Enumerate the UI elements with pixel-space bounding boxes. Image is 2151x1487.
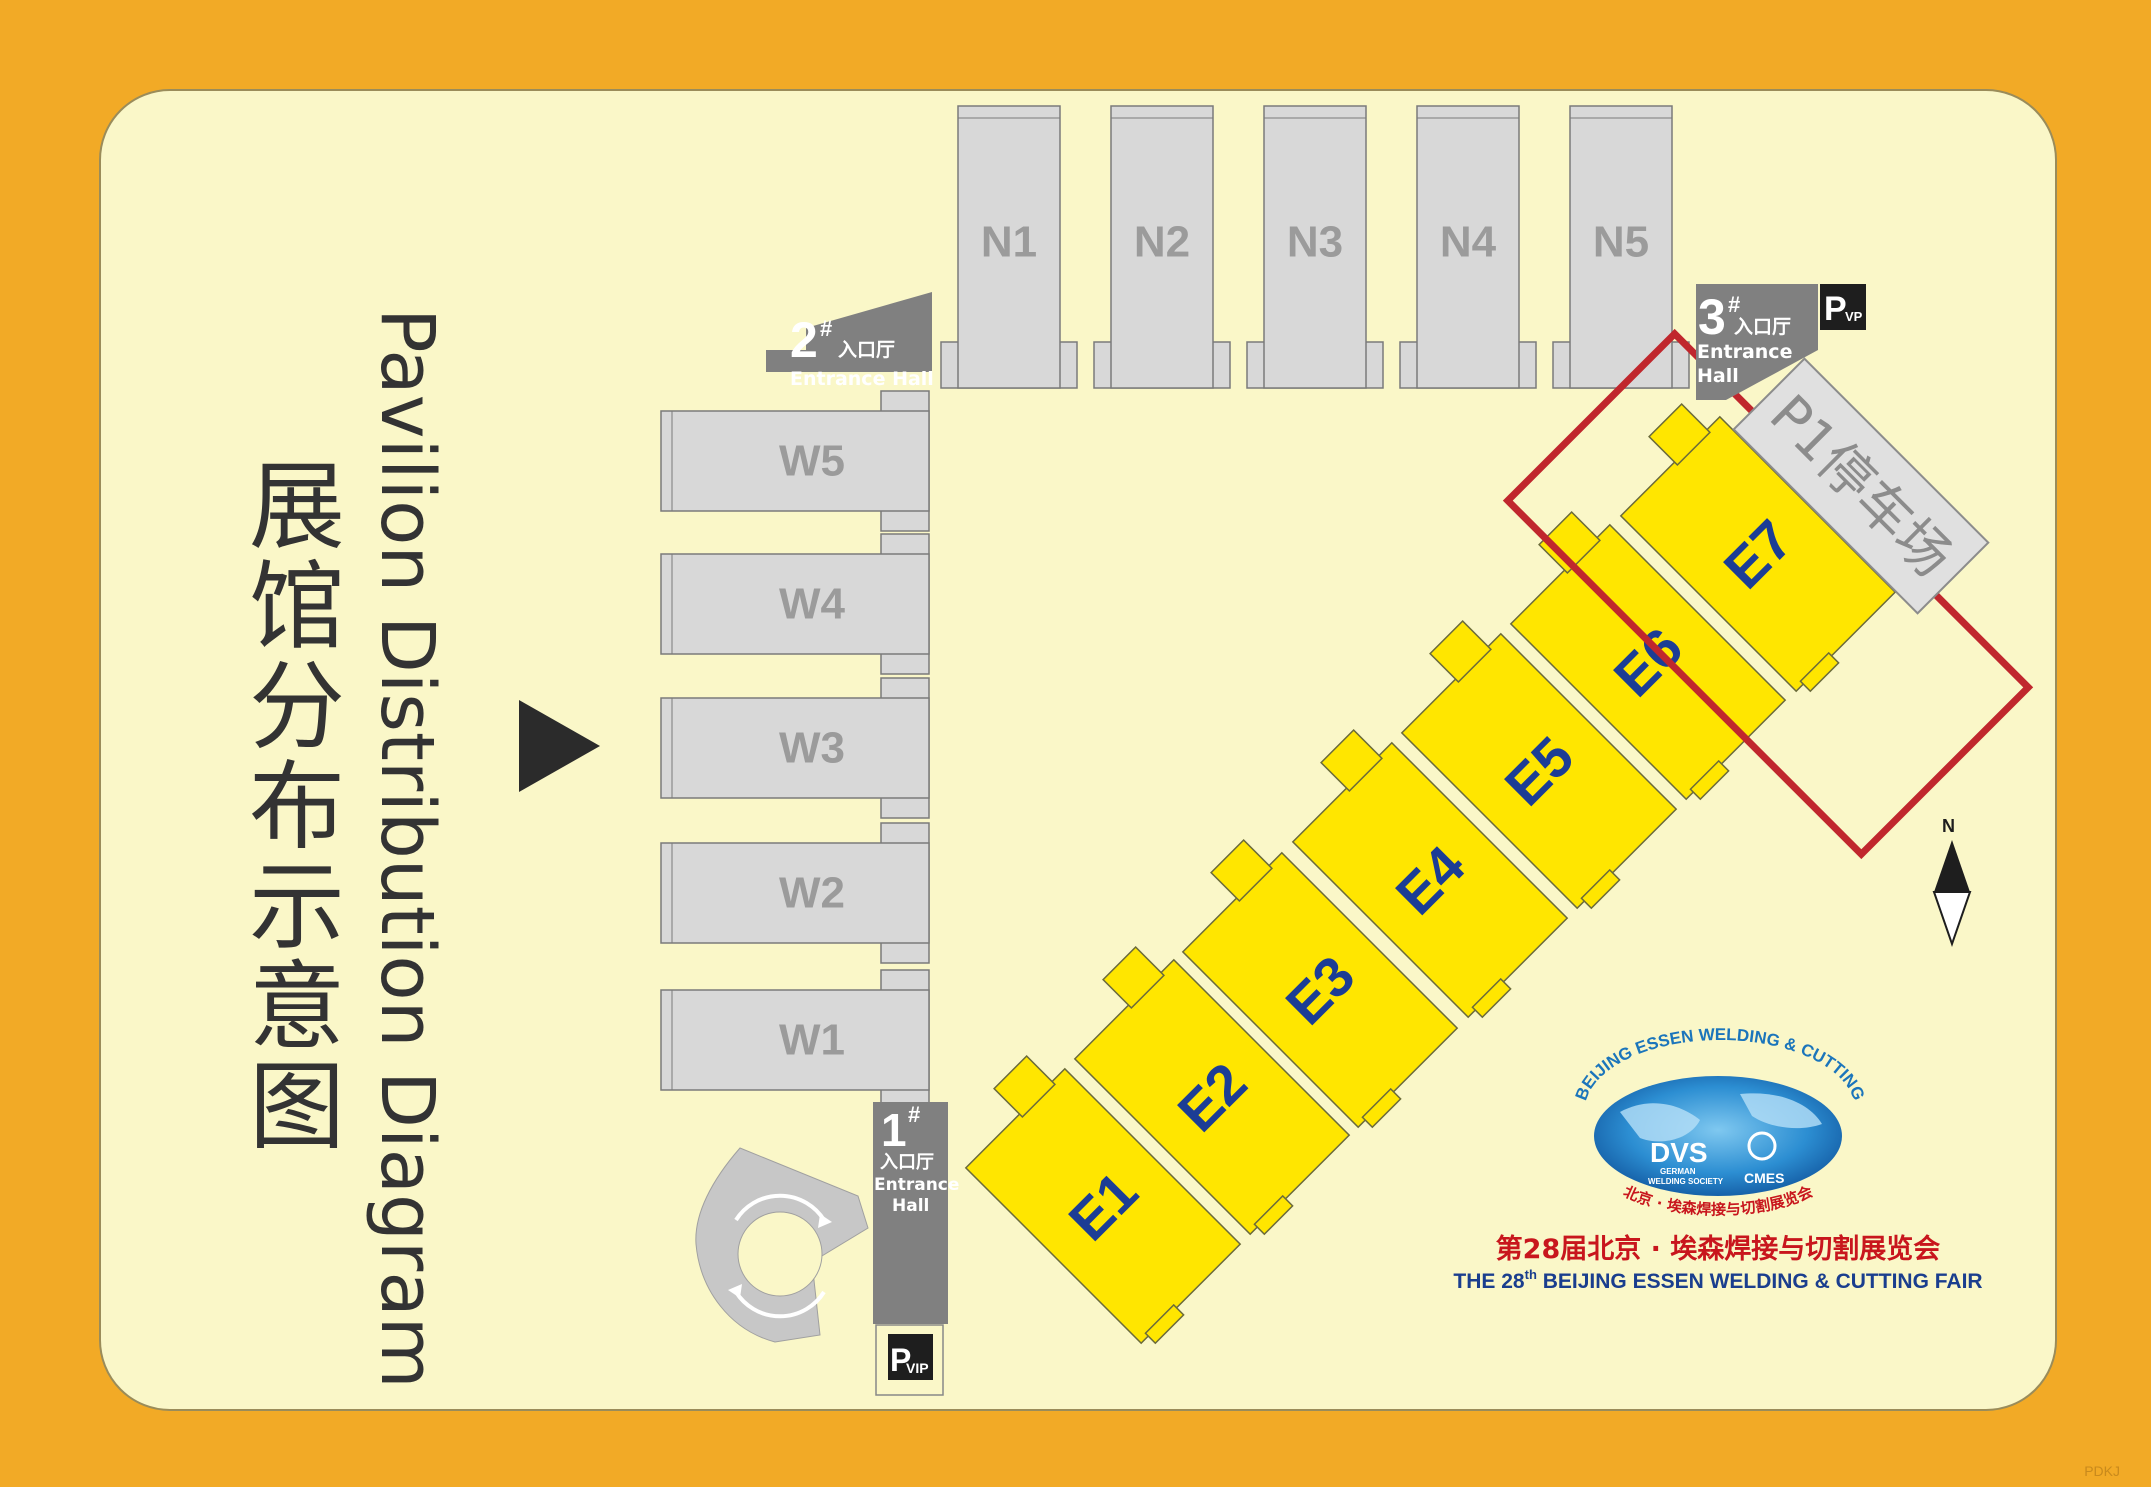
vip-parking-north: P VP	[1820, 284, 1866, 330]
entrance-1-mark: #	[908, 1102, 920, 1127]
north-compass-icon: N	[1932, 816, 1972, 948]
entrance-1-number: 1	[881, 1104, 907, 1156]
entrance-2-number: 2	[790, 312, 818, 368]
entrance-1-cn: 入口厅	[880, 1152, 934, 1173]
hall-n3[interactable]: N3	[1246, 105, 1384, 389]
hall-n2[interactable]: N2	[1093, 105, 1231, 389]
vip-parking-north-text: VP	[1845, 309, 1863, 324]
entrance-2-cn: 入口厅	[838, 339, 895, 361]
entrance-2: 2 # 入口厅 Entrance Hall	[766, 292, 934, 390]
compass-label: N	[1942, 816, 1955, 836]
entrance-3-en-line2: Hall	[1697, 365, 1739, 387]
roundabout	[695, 1147, 869, 1343]
hall-e7[interactable]: E7	[1595, 391, 1902, 698]
title-chinese-char-3: 分	[249, 651, 345, 763]
entrance-2-en: Entrance Hall	[790, 368, 934, 390]
title-chinese-char-7: 图	[249, 1051, 345, 1163]
hall-e5[interactable]: E5	[1376, 608, 1683, 915]
hall-e3[interactable]: E3	[1157, 827, 1464, 1134]
hall-label: W4	[779, 580, 846, 629]
title-chinese-char-1: 展	[249, 451, 345, 563]
cmes-text: CMES	[1744, 1170, 1784, 1186]
fair-title-english: THE 28th BEIJING ESSEN WELDING & CUTTING…	[1453, 1267, 1982, 1293]
title-chinese-char-4: 布	[249, 751, 345, 863]
fair-title-english-sup: th	[1525, 1267, 1537, 1282]
vip-parking-west-text: VIP	[906, 1360, 929, 1376]
hall-label: W2	[779, 869, 845, 918]
entrance-3: 3 # 入口厅 Entrance Hall	[1696, 284, 1818, 400]
hall-e1[interactable]: E1	[940, 1043, 1247, 1350]
hall-w3[interactable]: W3	[660, 677, 930, 819]
hall-e6[interactable]: E6	[1485, 499, 1792, 806]
dvs-sub2: WELDING SOCIETY	[1648, 1177, 1724, 1186]
entrance-3-cn: 入口厅	[1734, 316, 1791, 338]
hall-e2[interactable]: E2	[1049, 934, 1356, 1241]
entrance-3-number: 3	[1698, 289, 1726, 345]
pointer-arrow-icon	[519, 700, 600, 792]
entrance-1: 1 # 入口厅 Entrance Hall	[873, 1102, 959, 1324]
map-panel	[99, 89, 2057, 1411]
vip-parking-north-p: P	[1824, 290, 1847, 328]
entrance-3-mark: #	[1728, 292, 1740, 317]
hall-label: W5	[779, 437, 845, 486]
title-chinese-char-5: 示	[249, 851, 345, 963]
title-chinese-char-6: 意	[249, 951, 345, 1063]
hall-label: N1	[981, 218, 1037, 267]
hall-label: W3	[779, 724, 845, 773]
entrance-2-mark: #	[820, 316, 832, 341]
hall-label: N2	[1134, 218, 1190, 267]
hall-n1[interactable]: N1	[940, 105, 1078, 389]
fair-title-english-prefix: THE 28	[1453, 1270, 1525, 1293]
entrance-3-en-line1: Entrance	[1697, 341, 1792, 363]
dvs-text: DVS	[1650, 1137, 1708, 1168]
vip-parking-west-p: P	[890, 1342, 911, 1378]
hall-w2[interactable]: W2	[660, 822, 930, 964]
vip-parking-west: P VIP	[875, 1324, 944, 1396]
entrance-1-en-line1: Entrance	[874, 1175, 959, 1195]
title-chinese-char-2: 馆	[249, 551, 345, 663]
hall-label: N4	[1440, 218, 1497, 267]
hall-w5[interactable]: W5	[660, 390, 930, 532]
hall-w4[interactable]: W4	[660, 533, 930, 675]
fair-title-chinese: 第28届北京 · 埃森焊接与切割展览会	[1496, 1233, 1941, 1265]
hall-label: W1	[779, 1016, 845, 1065]
watermark: PDKJ	[2084, 1463, 2120, 1479]
hall-e4[interactable]: E4	[1267, 717, 1574, 1024]
title-english: Pavilion Distribution Diagram	[364, 308, 450, 1389]
entrance-1-en-line2: Hall	[892, 1196, 929, 1216]
hall-n4[interactable]: N4	[1399, 105, 1537, 389]
fair-title-english-suffix: BEIJING ESSEN WELDING & CUTTING FAIR	[1537, 1270, 1983, 1293]
title-chinese: 展 馆 分 布 示 意 图	[249, 451, 345, 1163]
hall-label: N3	[1287, 218, 1343, 267]
north-halls: N1 N2 N3 N4 N5	[940, 105, 1690, 389]
hall-w1[interactable]: W1	[660, 969, 930, 1111]
hall-label: N5	[1593, 218, 1649, 267]
hall-n5[interactable]: N5	[1552, 105, 1690, 389]
dvs-sub1: GERMAN	[1660, 1167, 1696, 1176]
